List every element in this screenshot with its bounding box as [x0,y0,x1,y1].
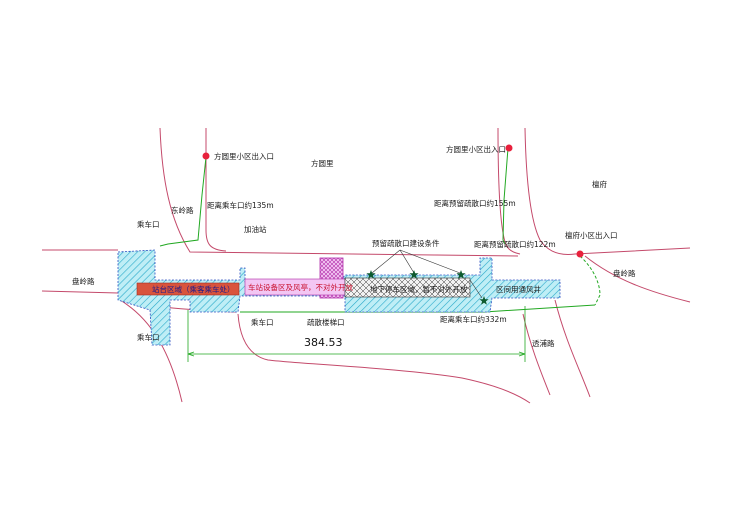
label-entrance-top-left: 乘车口 [137,219,160,229]
label-fangyuanli: 方圆里 [311,158,334,168]
exit-marker-icon [202,152,210,160]
label-evac-stair: 疏散楼梯口 [307,317,345,327]
map-labels: 方圆里小区出入口 方圆里 方圆里小区出入口 檀府 东岭路 距离乘车口约135m … [72,144,636,348]
exit-marker-icon [576,250,584,258]
station-structure [117,249,561,346]
leader-lines [371,249,483,299]
reserved-evac-stars [366,270,489,305]
platform-zone-area [136,282,240,296]
label-toupu-road: 透浦路 [532,338,555,348]
label-fangyuanli-exit-left: 方圆里小区出入口 [214,151,274,161]
label-reserved-evac-conditions: 预留疏散口建设条件 [372,238,440,248]
label-entrance-bottom-left: 乘车口 [137,332,160,342]
exit-marker-icon [505,144,513,152]
star-icon [409,270,419,279]
star-icon [456,270,466,279]
label-dist-135: 距离乘车口约135m [207,200,274,210]
label-dist-155: 距离预留疏散口约155m [434,198,516,208]
label-panling-road-left: 盘岭路 [72,276,95,286]
label-panling-road-right: 盘岭路 [613,268,636,278]
label-fangyuanli-exit-right: 方圆里小区出入口 [446,144,506,154]
label-tanfu: 檀府 [592,179,607,189]
label-tanfu-exit: 檀府小区出入口 [565,230,618,240]
label-dist-122: 距离预留疏散口约122m [474,239,556,249]
star-icon [366,270,376,279]
label-section-shaft: 区间用通风井 [496,284,541,294]
star-icon [479,296,489,305]
label-platform-zone: 站台区域（乘客乘车处） [152,284,235,294]
exit-markers [202,144,584,258]
dimension-line [187,306,526,362]
station-outline [117,249,561,346]
label-dist-332: 距离乘车口约332m [440,314,507,324]
label-equipment-zone: 车站设备区及风亭，不对外开放 [248,282,353,292]
label-gas-station: 加油站 [244,224,267,234]
label-entrance-bottom-mid: 乘车口 [251,317,274,327]
dimension-value: 384.53 [304,336,343,349]
label-underground-parking: 地下停车区域，暂不对外开放 [370,284,468,294]
label-dongling-road: 东岭路 [171,205,194,215]
underground-parking-area [344,277,471,298]
